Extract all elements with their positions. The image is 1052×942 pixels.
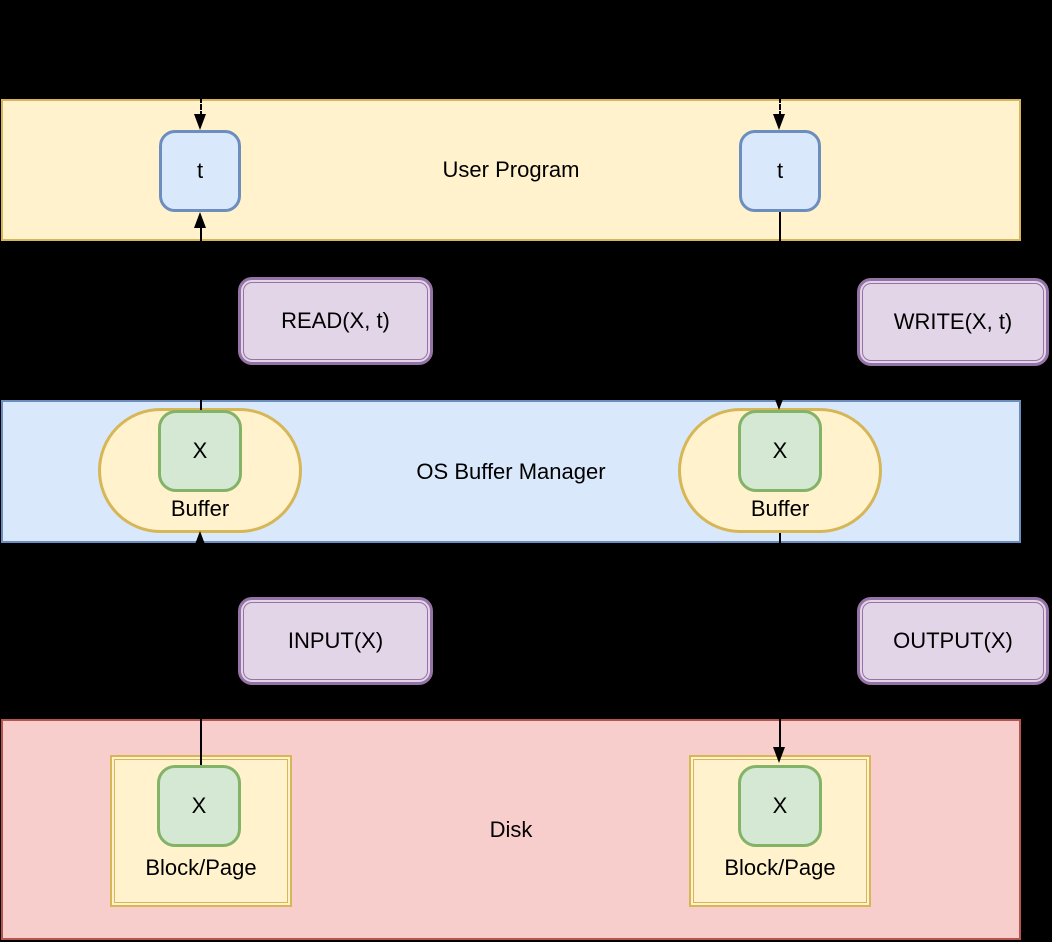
band-user-program: User Program: [1, 99, 1021, 241]
input-flow-arrow-head: [194, 531, 206, 547]
write-operation-box: WRITE(X, t): [857, 278, 1049, 366]
output-flow-arrow-shaft: [779, 533, 781, 749]
output-operation-box: OUTPUT(X): [857, 597, 1049, 685]
write-operation-label: WRITE(X, t): [893, 309, 1013, 334]
read-flow-arrow-shaft: [200, 226, 202, 410]
buffer-right-x-label: X: [772, 438, 788, 463]
disk-block-left-x-label: X: [191, 793, 207, 818]
band-disk-label: Disk: [489, 816, 533, 842]
output-flow-arrow-head: [773, 747, 785, 763]
buffer-left-x-page: X: [158, 410, 242, 492]
read-operation-box: READ(X, t): [238, 277, 433, 365]
disk-block-left-label: Block/Page: [145, 855, 257, 880]
incoming-dashed-arrow-left-head: [194, 114, 206, 130]
incoming-dashed-arrow-right-head: [773, 114, 785, 130]
read-flow-arrow-head: [194, 212, 206, 228]
t-variable-right-label: t: [776, 158, 784, 183]
t-variable-left-label: t: [196, 158, 204, 183]
disk-block-right-x-label: X: [772, 793, 788, 818]
disk-block-left-x-page: X: [157, 765, 241, 847]
input-flow-arrow-shaft: [200, 545, 202, 765]
buffer-right-label: Buffer: [750, 496, 810, 521]
buffer-left-label: Buffer: [170, 496, 230, 521]
write-flow-arrow-head: [773, 394, 785, 410]
disk-block-right-label: Block/Page: [724, 855, 836, 880]
incoming-dashed-arrow-right-shaft: [779, 97, 781, 117]
t-variable-left: t: [159, 130, 241, 212]
disk-block-right-x-page: X: [738, 765, 822, 847]
input-operation-label: INPUT(X): [287, 628, 384, 653]
buffer-left-x-label: X: [192, 438, 208, 463]
incoming-dashed-arrow-left-shaft: [200, 97, 202, 117]
read-operation-label: READ(X, t): [281, 308, 390, 333]
buffer-right-x-page: X: [738, 410, 822, 492]
output-operation-label: OUTPUT(X): [893, 628, 1013, 653]
input-operation-box: INPUT(X): [238, 597, 433, 685]
band-os-buffer-manager-label: OS Buffer Manager: [416, 458, 606, 484]
t-variable-right: t: [739, 130, 821, 212]
write-flow-arrow-shaft: [779, 212, 781, 396]
band-user-program-label: User Program: [442, 157, 580, 182]
